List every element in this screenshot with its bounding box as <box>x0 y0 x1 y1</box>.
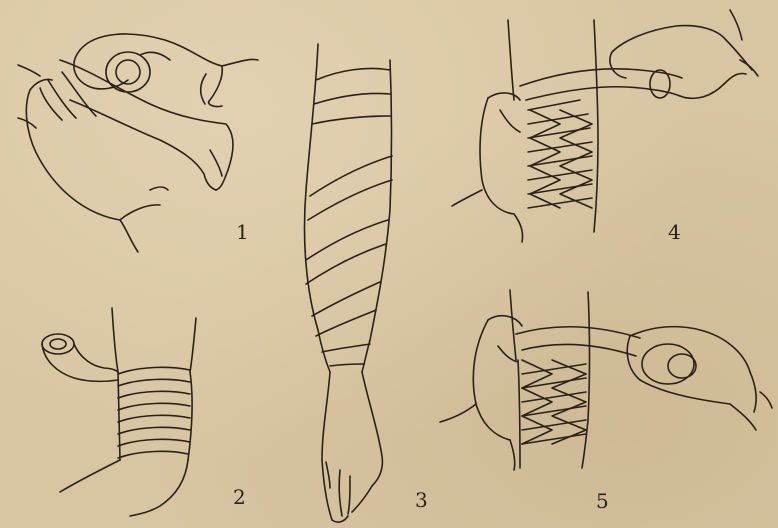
figure-3-drawing <box>305 44 393 522</box>
figure-1-drawing <box>18 34 258 252</box>
figure-2-drawing <box>42 308 196 516</box>
figure-5-number: 5 <box>596 491 609 511</box>
figure-1-number: 1 <box>236 222 249 242</box>
figure-4-drawing <box>452 10 758 242</box>
figure-3-number: 3 <box>415 490 428 510</box>
figure-5-drawing <box>440 290 772 470</box>
figure-2-number: 2 <box>233 487 246 507</box>
figure-4-number: 4 <box>668 222 681 242</box>
